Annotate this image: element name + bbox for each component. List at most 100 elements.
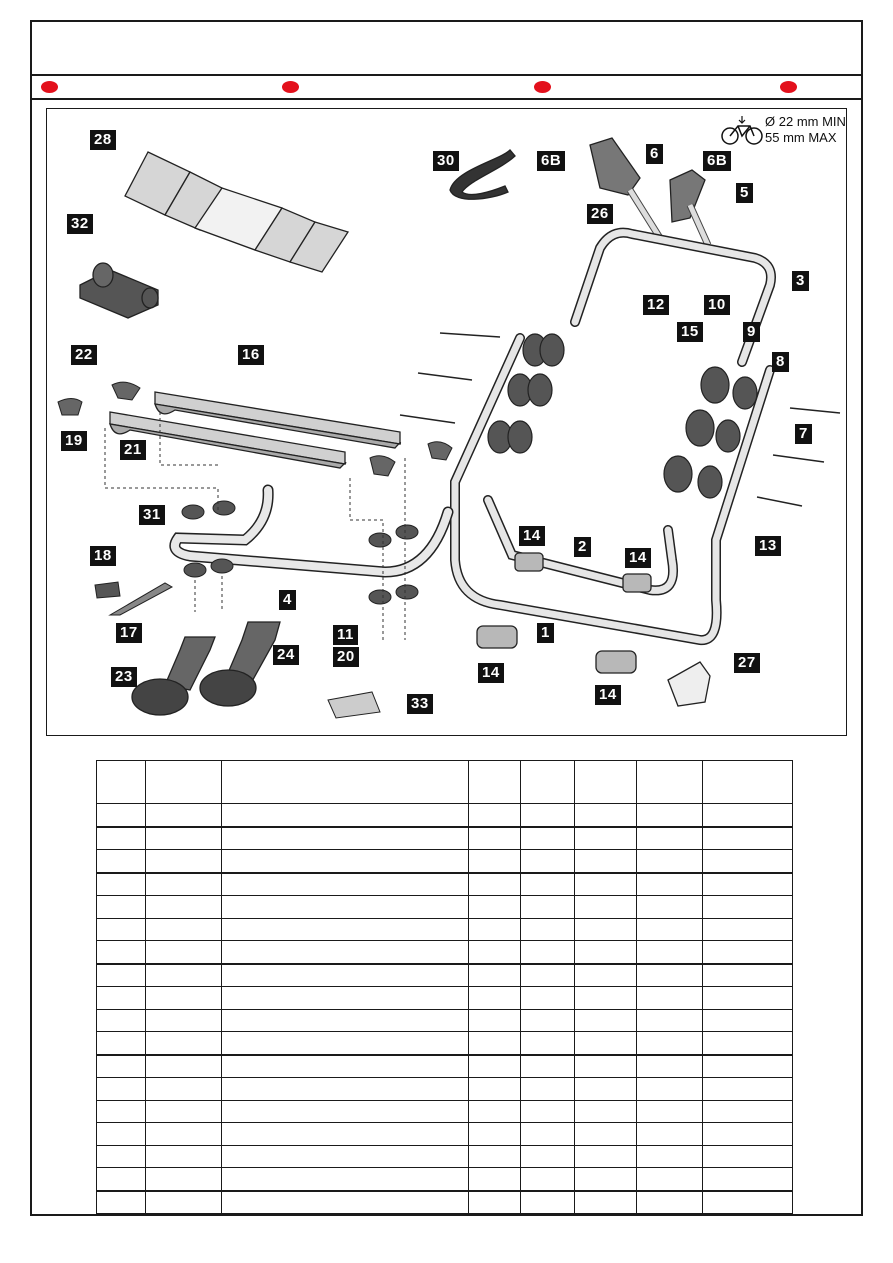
callout-16: 16 xyxy=(238,345,264,365)
table-cell xyxy=(220,1189,470,1214)
table-row xyxy=(96,1099,793,1123)
callout-18: 18 xyxy=(90,546,116,566)
table-cell xyxy=(574,962,638,987)
spec-min: 22 mm MIN xyxy=(778,114,846,129)
table-cell xyxy=(468,871,522,896)
table-cell xyxy=(636,917,704,941)
table-cell xyxy=(144,1189,222,1214)
callout-15: 15 xyxy=(677,322,703,342)
callout-10: 10 xyxy=(704,295,730,315)
table-cell xyxy=(574,1144,638,1168)
table-cell xyxy=(574,825,638,850)
table-cell xyxy=(96,1122,146,1146)
callout-22: 22 xyxy=(71,345,97,365)
table-cell xyxy=(220,962,470,987)
table-cell xyxy=(144,1099,222,1123)
table-cell xyxy=(468,1053,522,1078)
table-cell xyxy=(702,803,793,827)
table-cell xyxy=(702,895,793,919)
table-cell xyxy=(702,871,793,896)
callout-32: 32 xyxy=(67,214,93,234)
table-cell xyxy=(574,1167,638,1191)
table-row xyxy=(96,986,793,1010)
callout-14: 14 xyxy=(625,548,651,568)
callout-33: 33 xyxy=(407,694,433,714)
table-cell xyxy=(520,849,576,873)
table-cell xyxy=(96,1053,146,1078)
table-header-cell xyxy=(220,760,470,804)
table-cell xyxy=(144,871,222,896)
table-cell xyxy=(220,1031,470,1055)
table-cell xyxy=(636,1031,704,1055)
callout-11: 11 xyxy=(333,625,358,645)
spec-symbol: Ø xyxy=(765,114,776,129)
table-cell xyxy=(96,1167,146,1191)
table-row xyxy=(96,1031,793,1055)
table-cell xyxy=(468,825,522,850)
callout-6b: 6B xyxy=(537,151,566,171)
callout-7: 7 xyxy=(795,424,812,444)
table-cell xyxy=(520,1008,576,1032)
table-cell xyxy=(96,986,146,1010)
table-cell xyxy=(636,803,704,827)
red-dot-marker xyxy=(282,81,299,93)
table-cell xyxy=(96,849,146,873)
table-header-cell xyxy=(574,760,638,804)
table-row xyxy=(96,1167,793,1191)
table-cell xyxy=(702,1008,793,1032)
table-cell xyxy=(144,825,222,850)
table-cell xyxy=(702,1189,793,1214)
table-cell xyxy=(702,1122,793,1146)
table-cell xyxy=(636,1008,704,1032)
table-cell xyxy=(702,917,793,941)
table-cell xyxy=(144,962,222,987)
table-cell xyxy=(220,1167,470,1191)
table-cell xyxy=(144,1031,222,1055)
parts-table xyxy=(96,760,793,1214)
table-cell xyxy=(144,917,222,941)
callout-4: 4 xyxy=(279,590,296,610)
table-cell xyxy=(96,803,146,827)
table-cell xyxy=(220,803,470,827)
table-cell xyxy=(636,871,704,896)
table-cell xyxy=(574,871,638,896)
table-cell xyxy=(468,1144,522,1168)
table-cell xyxy=(96,917,146,941)
table-cell xyxy=(702,849,793,873)
table-cell xyxy=(144,849,222,873)
table-cell xyxy=(574,940,638,964)
table-cell xyxy=(468,986,522,1010)
callout-8: 8 xyxy=(772,352,789,372)
table-cell xyxy=(636,962,704,987)
table-cell xyxy=(702,1144,793,1168)
table-row xyxy=(96,1189,793,1214)
table-cell xyxy=(636,1077,704,1101)
table-cell xyxy=(636,1167,704,1191)
table-cell xyxy=(96,825,146,850)
table-cell xyxy=(574,1008,638,1032)
table-row xyxy=(96,940,793,964)
table-cell xyxy=(636,849,704,873)
table-cell xyxy=(144,1167,222,1191)
table-header-cell xyxy=(96,760,146,804)
table-cell xyxy=(574,803,638,827)
table-cell xyxy=(144,1144,222,1168)
callout-26: 26 xyxy=(587,204,613,224)
table-cell xyxy=(702,1167,793,1191)
callout-9: 9 xyxy=(743,322,760,342)
header-band xyxy=(30,74,863,100)
table-header-cell xyxy=(468,760,522,804)
red-dot-marker xyxy=(780,81,797,93)
table-cell xyxy=(636,940,704,964)
table-cell xyxy=(468,849,522,873)
table-row xyxy=(96,1144,793,1168)
table-cell xyxy=(96,871,146,896)
callout-21: 21 xyxy=(120,440,146,460)
table-cell xyxy=(220,1008,470,1032)
table-cell xyxy=(520,895,576,919)
table-cell xyxy=(702,1077,793,1101)
table-cell xyxy=(220,1144,470,1168)
table-cell xyxy=(96,1144,146,1168)
table-cell xyxy=(520,871,576,896)
